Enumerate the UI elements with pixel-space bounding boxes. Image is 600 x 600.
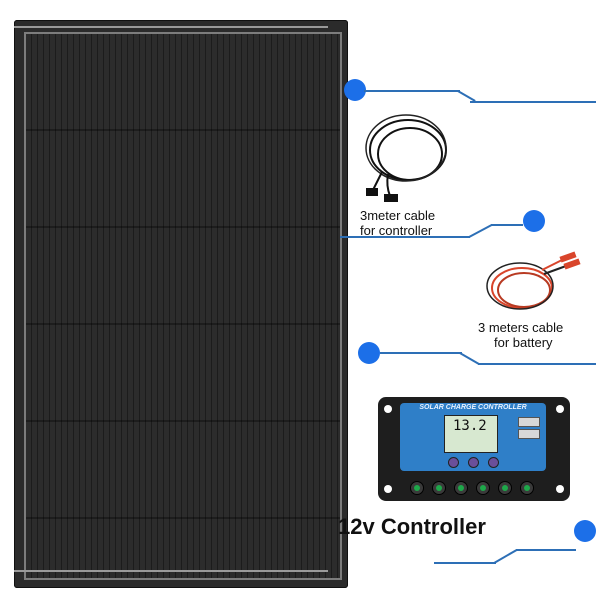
callout-line-1a (364, 90, 460, 92)
terminal (432, 481, 446, 495)
battery-cable-label-line2: for battery (494, 335, 553, 350)
mount-hole (384, 405, 392, 413)
lcd-value: 13.2 (453, 418, 487, 434)
callout-line-3a (380, 352, 462, 354)
controller-cable-image (365, 114, 447, 202)
callout-dot-2 (523, 210, 545, 232)
callout-dot-3 (358, 342, 380, 364)
controller-cable-label-line2: for controller (360, 223, 433, 238)
callout-line-2b (468, 223, 493, 238)
lcd-display: 13.2 (444, 415, 498, 453)
callout-dot-4 (574, 520, 596, 542)
callout-line-1b (457, 90, 476, 102)
usb-port (518, 429, 540, 439)
charge-controller-image: SOLAR CHARGE CONTROLLER 13.2 (378, 397, 570, 501)
panel-frame-bottom (14, 570, 328, 572)
battery-cable-image (486, 251, 581, 310)
terminal-row (410, 481, 538, 495)
callout-line-4b (493, 549, 517, 564)
usb-port (518, 417, 540, 427)
battery-cable-label-line1: 3 meters cable (478, 320, 564, 335)
mount-hole (556, 485, 564, 493)
mount-hole (556, 405, 564, 413)
button-icon (448, 457, 459, 468)
callout-line-2a (340, 236, 470, 238)
controller-cable-label-line1: 3meter cable (360, 208, 436, 223)
controller-label: 12v Controller (338, 514, 486, 539)
terminal (476, 481, 490, 495)
callout-line-3b (459, 352, 480, 365)
solar-panel (14, 20, 348, 588)
mount-hole (384, 485, 392, 493)
button-icon (468, 457, 479, 468)
terminal (498, 481, 512, 495)
terminal (520, 481, 534, 495)
controller-face: SOLAR CHARGE CONTROLLER 13.2 (400, 403, 546, 471)
callout-line-4a (434, 562, 496, 564)
button-icon (488, 457, 499, 468)
callout-dot-1 (344, 79, 366, 101)
callout-line-2c (491, 224, 523, 226)
callout-line-1c (470, 101, 596, 103)
terminal (454, 481, 468, 495)
callout-line-3c (478, 363, 596, 365)
controller-title: SOLAR CHARGE CONTROLLER (419, 404, 527, 411)
callout-line-4c (516, 549, 576, 551)
terminal (410, 481, 424, 495)
panel-frame-top (14, 26, 328, 28)
solar-panel-cells (24, 32, 342, 580)
